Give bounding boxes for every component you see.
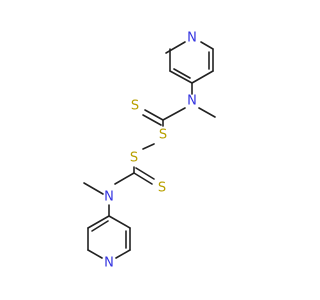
bond xyxy=(114,172,135,185)
bond xyxy=(87,215,110,229)
bond xyxy=(173,68,191,79)
bond xyxy=(198,107,216,118)
bond xyxy=(169,70,193,84)
disulfide-bridge xyxy=(142,143,155,150)
atom-labels: N N S S S S N N xyxy=(104,31,197,271)
disulfide-sulfur-top: S xyxy=(159,128,167,143)
bond xyxy=(165,41,186,54)
upper-pyridine-ring xyxy=(165,41,214,84)
upper-dithiocarbamate xyxy=(142,82,216,127)
amide-nitrogen-bottom: N xyxy=(104,190,114,205)
bond xyxy=(162,107,186,121)
bond xyxy=(135,167,155,180)
chemical-structure: N N S S S S N N xyxy=(83,31,216,271)
thione-sulfur-top: S xyxy=(131,99,139,114)
bond xyxy=(108,215,131,229)
lower-dithiocarbamate xyxy=(83,166,155,217)
disulfide-sulfur-bottom: S xyxy=(130,151,138,166)
bond xyxy=(200,41,214,50)
amide-nitrogen-top: N xyxy=(187,94,197,109)
lower-pyridine-ring xyxy=(87,215,131,259)
thione-sulfur-bottom: S xyxy=(158,181,166,196)
bond xyxy=(83,182,104,195)
pyridine-nitrogen-bottom: N xyxy=(104,256,114,271)
bond xyxy=(191,70,214,84)
bond xyxy=(115,249,131,259)
pyridine-nitrogen-top: N xyxy=(187,31,197,46)
bond xyxy=(87,249,103,259)
bond xyxy=(142,114,162,126)
bond xyxy=(142,143,155,150)
bond xyxy=(133,172,153,185)
bond xyxy=(144,109,164,121)
bond xyxy=(91,220,109,232)
